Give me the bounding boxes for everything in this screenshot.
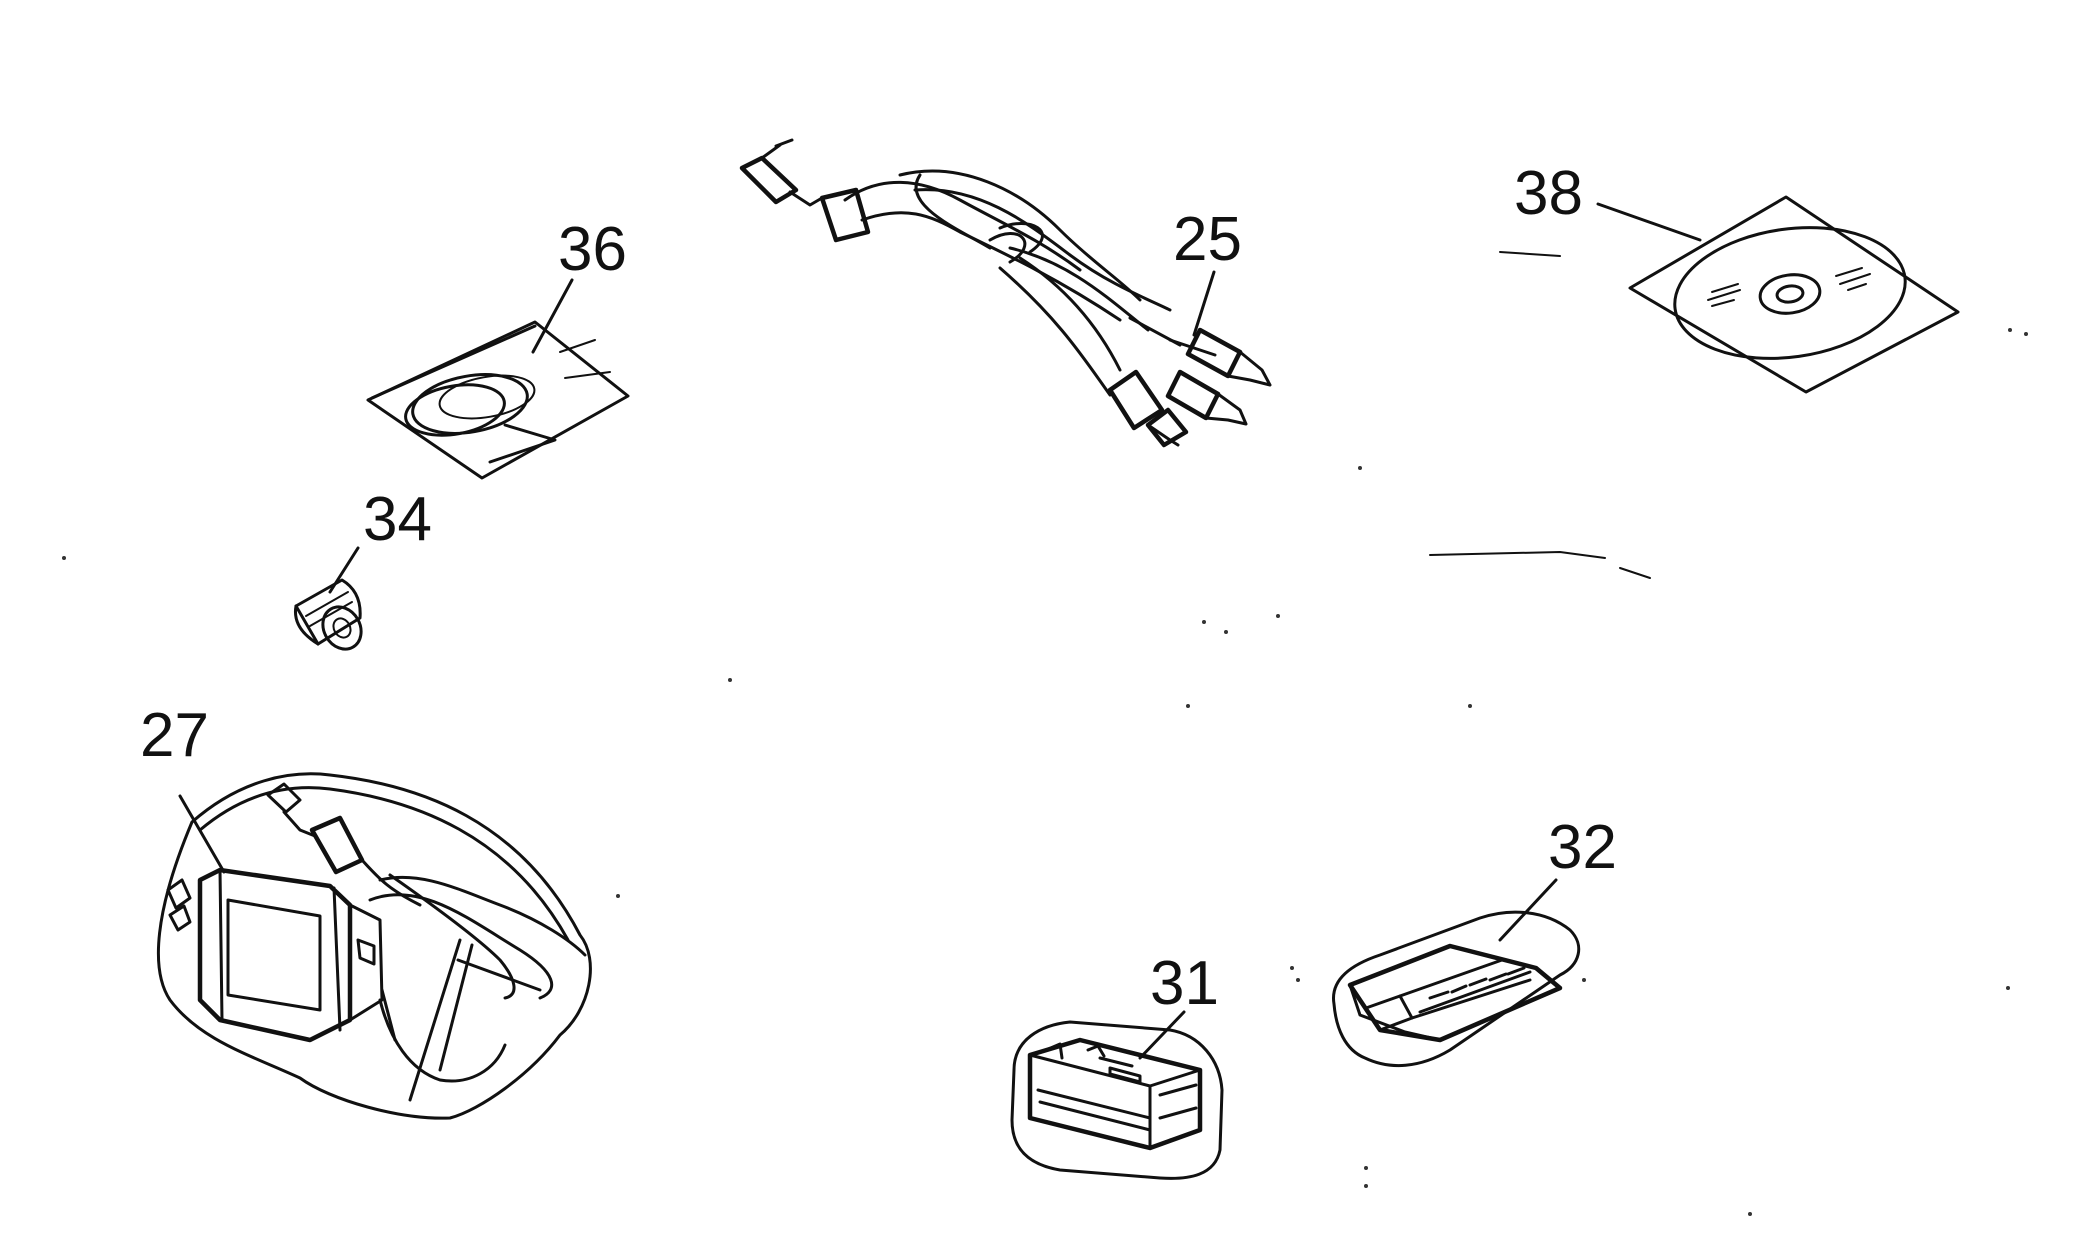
leader-line-31 [1138,1010,1186,1060]
cd-rom-illustration [1628,195,1960,394]
ferrite-core-illustration [293,578,363,651]
av-cable-illustration [739,138,1272,448]
callout-34: 34 [363,485,432,554]
battery-case-illustration [1332,910,1581,1068]
cable-packet-illustration [366,320,630,480]
callout-27: 27 [140,701,209,770]
leader-line-36 [531,278,574,354]
callout-36: 36 [558,215,627,284]
leader-line-34 [328,546,360,594]
leader-line-32 [1498,878,1558,942]
scan-artifacts [62,251,2028,1216]
leader-line-38 [1596,202,1702,242]
ac-adaptor-illustration [156,772,592,1120]
battery-pack-illustration [1010,1020,1224,1180]
callout-32: 32 [1548,813,1617,882]
callout-38: 38 [1514,159,1583,228]
leader-line-25 [1192,270,1216,337]
callout-25: 25 [1173,205,1242,274]
leader-line-27 [178,794,226,874]
callout-31: 31 [1150,949,1219,1018]
